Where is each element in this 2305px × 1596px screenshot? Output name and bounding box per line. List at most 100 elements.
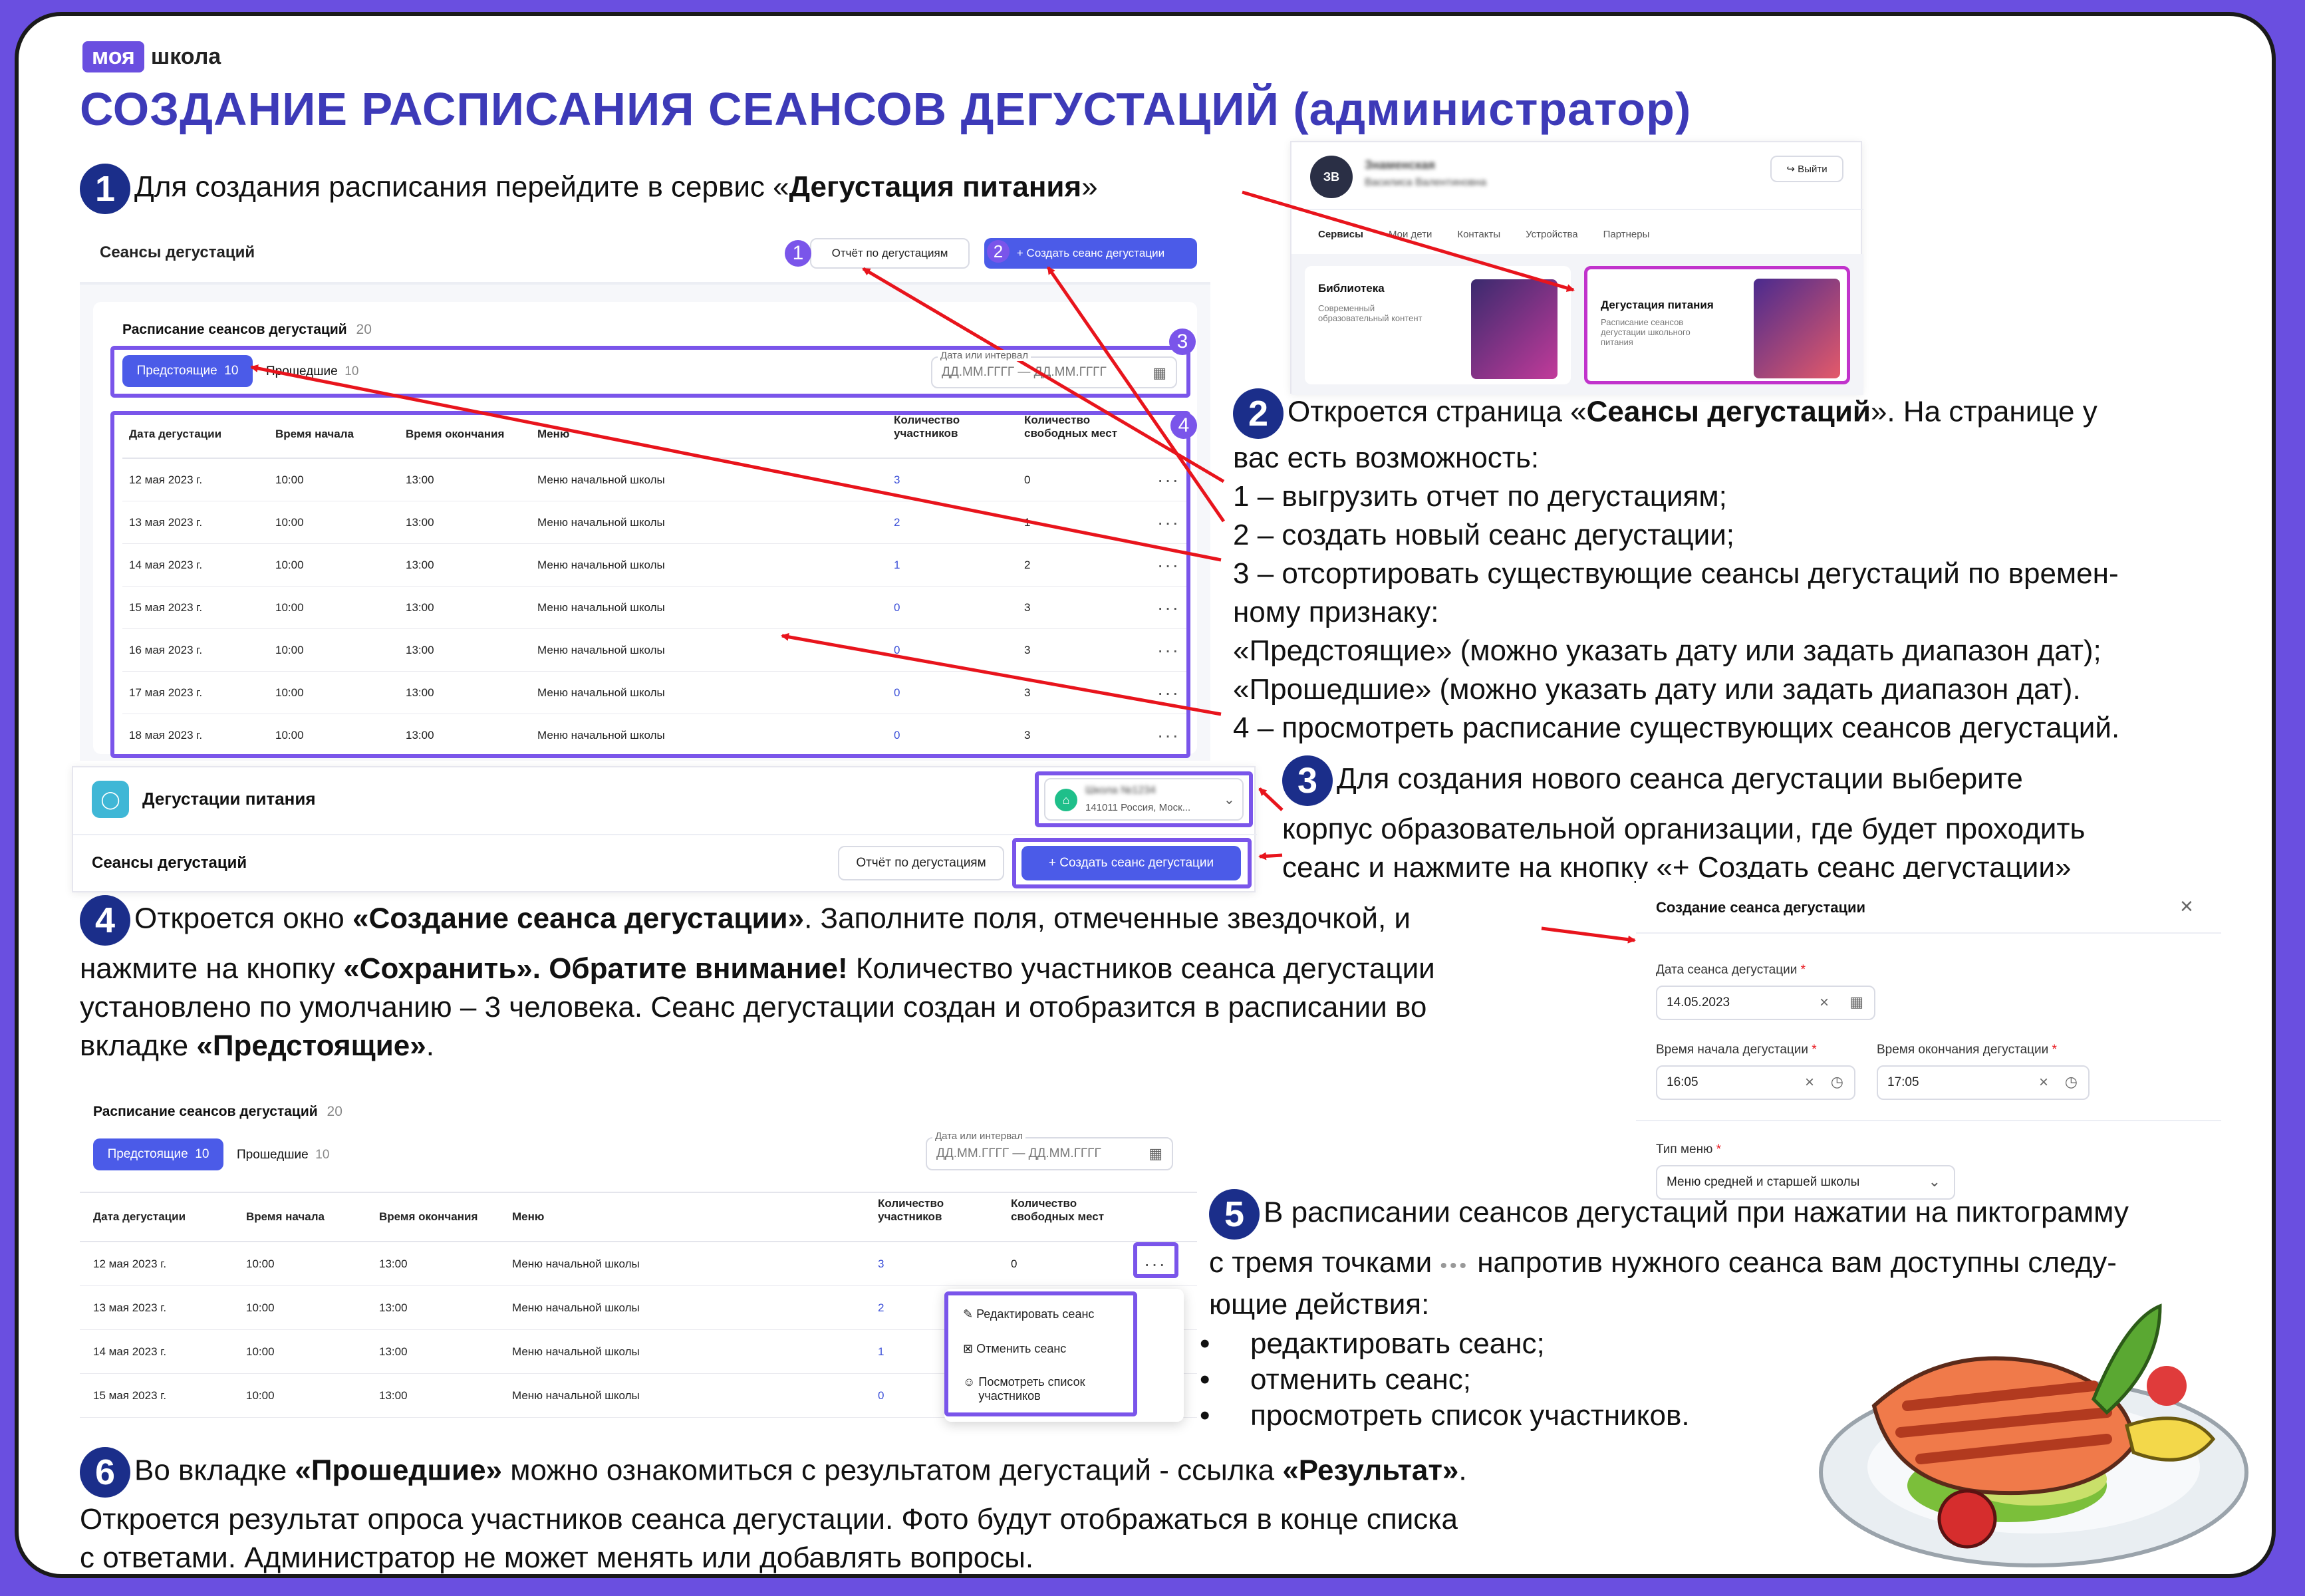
context-menu: ✎ Редактировать сеанс ⊠ Отменить сеанс ☺…	[944, 1289, 1184, 1422]
cell-participants[interactable]: 0	[894, 728, 900, 741]
cell-end: 13:00	[379, 1301, 408, 1314]
cell-start: 10:00	[246, 1301, 275, 1314]
date-input[interactable]: 14.05.2023 × ▦	[1656, 986, 1875, 1020]
cell-participants[interactable]: 0	[878, 1389, 884, 1402]
logout-label: Выйти	[1798, 163, 1828, 175]
create-session-button-2[interactable]: + Создать сеанс дегустации	[1021, 846, 1241, 880]
ctx-date-input[interactable]: ДД.ММ.ГГГГ — ДД.ММ.ГГГГ ▦	[926, 1137, 1173, 1170]
logout-button[interactable]: ↪ Выйти	[1770, 156, 1843, 182]
cell-menu: Меню начальной школы	[537, 600, 665, 614]
clock-icon[interactable]: ◷	[1830, 1073, 1843, 1090]
card-tasting[interactable]: Дегустация питания Расписание сеансов де…	[1584, 266, 1850, 384]
step5-line3: ющие действия:	[1209, 1288, 1430, 1321]
cell-participants[interactable]: 2	[878, 1301, 884, 1314]
step4-a: Откроется окно	[134, 902, 353, 935]
cell-start: 10:00	[275, 643, 304, 656]
app-logo-icon: ◯	[92, 781, 129, 818]
card-library-desc: Современный образовательный контент	[1318, 303, 1423, 323]
tab-upcoming[interactable]: Предстоящие 10	[122, 355, 253, 387]
clear-start-icon[interactable]: ×	[1804, 1073, 1814, 1091]
report-button-2[interactable]: Отчёт по дегустациям	[838, 846, 1004, 880]
step4-f: Количество участников сеанса дегустации	[847, 952, 1435, 985]
logo-shkola: школа	[150, 44, 221, 69]
menu-cancel-label: Отменить сеанс	[976, 1342, 1067, 1355]
page-title: СОЗДАНИЕ РАСПИСАНИЯ СЕАНСОВ ДЕГУСТАЦИЙ (…	[80, 82, 1691, 136]
step1-bold: Дегустация питания	[789, 170, 1082, 203]
create-session-button[interactable]: + Создать сеанс дегустации	[984, 238, 1197, 269]
ctx-tab-upcoming-count: 10	[195, 1147, 209, 1161]
step3-line3: сеанс и нажмите на кнопку «+ Создать сеа…	[1282, 851, 2072, 884]
card-tasting-title: Дегустация питания	[1601, 299, 1714, 311]
cell-free: 3	[1024, 728, 1031, 741]
calendar-icon[interactable]: ▦	[1849, 994, 1863, 1010]
close-icon[interactable]: ×	[2180, 894, 2193, 919]
cell-end: 13:00	[406, 728, 434, 741]
menu-edit[interactable]: ✎ Редактировать сеанс	[963, 1307, 1094, 1321]
tab-children[interactable]: Мои дети	[1388, 229, 1432, 240]
ctx-calendar-icon: ▦	[1149, 1145, 1162, 1162]
ctx-tab-past[interactable]: Прошедшие 10	[237, 1148, 329, 1162]
ctx-table-header: Дата дегустации Время начала Время оконч…	[80, 1192, 1197, 1242]
date-filter-label: Дата или интервал	[938, 350, 1031, 361]
sessions-page-title: Сеансы дегустаций	[100, 243, 255, 261]
menu-value: Меню средней и старшей школы	[1667, 1175, 1860, 1189]
step2-line9: 4 – просмотреть расписание существующих …	[1233, 712, 2120, 744]
tab-services[interactable]: Сервисы	[1318, 229, 1363, 240]
cell-start: 10:00	[246, 1345, 275, 1358]
step4-d: нажмите на кнопку	[80, 952, 344, 985]
cell-start: 10:00	[275, 686, 304, 699]
tab-devices[interactable]: Устройства	[1526, 229, 1578, 240]
ctx-sessions-table: Дата дегустации Время начала Время оконч…	[80, 1192, 1197, 1424]
start-time-input[interactable]: 16:05 × ◷	[1656, 1065, 1855, 1100]
more-actions-icon[interactable]: ···	[1144, 1253, 1166, 1274]
step1-number-icon: 1	[80, 164, 130, 214]
clear-end-icon[interactable]: ×	[2038, 1073, 2048, 1091]
ctx-tab-upcoming[interactable]: Предстоящие 10	[93, 1138, 223, 1170]
cell-participants[interactable]: 1	[878, 1345, 884, 1358]
card-library[interactable]: Библиотека Современный образовательный к…	[1305, 266, 1571, 384]
card-library-title: Библиотека	[1318, 282, 1385, 295]
step6-d: «Результат»	[1282, 1454, 1459, 1487]
step6-line2: Откроется результат опроса участников се…	[80, 1503, 1458, 1535]
cell-participants[interactable]: 3	[878, 1257, 884, 1270]
modal-divider	[1636, 932, 2221, 934]
date-label-text: Дата сеанса дегустации	[1656, 963, 1798, 977]
ctx-date-placeholder: ДД.ММ.ГГГГ — ДД.ММ.ГГГГ	[936, 1146, 1101, 1160]
tab-contacts[interactable]: Контакты	[1457, 229, 1501, 240]
menu-participants[interactable]: ☺ Посмотреть список участников	[963, 1375, 1136, 1403]
cell-free: 2	[1024, 558, 1031, 571]
ctx-th-end: Время окончания	[379, 1210, 478, 1223]
ctx-date-label: Дата или интервал	[932, 1130, 1026, 1142]
tab-partners[interactable]: Партнеры	[1603, 229, 1650, 240]
menu-cancel[interactable]: ⊠ Отменить сеанс	[963, 1342, 1066, 1356]
step4-g: установлено по умолчанию – 3 человека. С…	[80, 991, 1427, 1023]
cell-date: 18 мая 2023 г.	[129, 728, 203, 741]
more-actions-icon[interactable]: ···	[1157, 724, 1180, 745]
list-item: •отменить сеанс;	[1200, 1362, 1690, 1398]
step2-number-icon: 2	[1233, 388, 1284, 439]
badge-2: 2	[987, 240, 1010, 263]
more-actions-icon[interactable]: ···	[1157, 597, 1180, 618]
ctx-title-text: Расписание сеансов дегустаций	[93, 1104, 318, 1119]
report-button[interactable]: Отчёт по дегустациям	[810, 238, 970, 269]
school-select[interactable]: ⌂ Школа №1234 141011 Россия, Моск... ⌄	[1044, 778, 1244, 821]
cell-participants[interactable]: 1	[894, 558, 900, 571]
schedule-title-text: Расписание сеансов дегустаций	[122, 322, 347, 337]
menu-select[interactable]: Меню средней и старшей школы ⌄	[1656, 1165, 1955, 1200]
step4-c: . Заполните поля, отмеченные звездочкой,…	[804, 902, 1411, 935]
clear-date-icon[interactable]: ×	[1819, 994, 1829, 1011]
tab-upcoming-count: 10	[224, 364, 239, 378]
cell-participants[interactable]: 0	[894, 600, 900, 614]
step4-number-icon: 4	[80, 895, 130, 946]
services-tabs: Сервисы Мои дети Контакты Устройства Пар…	[1318, 229, 1649, 240]
ctx-th-free: Количество свободных мест	[1011, 1197, 1105, 1223]
step6-number-icon: 6	[80, 1447, 130, 1498]
dots-icon: •••	[1440, 1255, 1469, 1277]
step6-e: .	[1458, 1454, 1467, 1487]
clock-icon-2[interactable]: ◷	[2064, 1073, 2078, 1090]
end-time-input[interactable]: 17:05 × ◷	[1877, 1065, 2090, 1100]
